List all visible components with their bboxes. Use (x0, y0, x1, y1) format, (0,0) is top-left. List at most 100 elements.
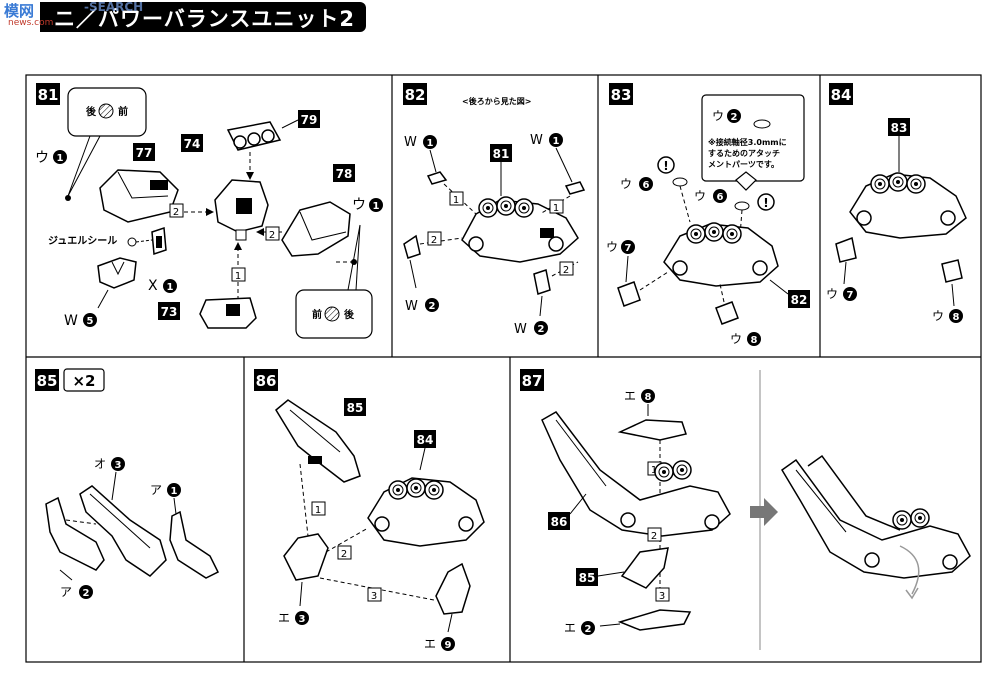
part-e9-shape (435, 562, 471, 615)
svg-text:82: 82 (791, 293, 808, 307)
svg-text:W: W (514, 322, 527, 337)
step-84-number: 84 (831, 86, 852, 104)
svg-text:9: 9 (445, 640, 452, 651)
svg-text:1: 1 (553, 203, 559, 214)
svg-text:ウ: ウ (826, 287, 838, 301)
svg-text:85: 85 (347, 401, 364, 415)
svg-text:2: 2 (563, 265, 569, 276)
svg-text:1: 1 (315, 505, 321, 516)
direction-icon (98, 103, 114, 119)
svg-text:2: 2 (429, 301, 436, 312)
svg-text:3: 3 (371, 591, 377, 602)
part-79-label: 79 (301, 113, 318, 127)
part-tree-u: ウ (35, 150, 49, 166)
part-tree-u-2: ウ (352, 197, 366, 213)
caution-icon (657, 156, 675, 174)
svg-text:3: 3 (659, 591, 665, 602)
part-e3-shape (283, 533, 329, 581)
part-u1-number: 1 (57, 153, 64, 164)
svg-text:1: 1 (651, 465, 657, 476)
svg-text:1: 1 (167, 282, 174, 293)
part-tree-w: W (64, 313, 78, 329)
note-line-2: するためのアタッチ (708, 148, 780, 158)
step-85-number: 85 (37, 372, 58, 390)
panel-grid (25, 74, 982, 663)
svg-text:エ: エ (624, 389, 636, 403)
svg-text:2: 2 (731, 112, 738, 123)
svg-text:1: 1 (171, 486, 178, 497)
result-arrow-icon (750, 498, 778, 526)
note-line-1: ※接続軸径3.0mmに (708, 137, 787, 147)
step-86-number: 86 (256, 372, 277, 390)
svg-text:2: 2 (341, 549, 347, 560)
part-a1-shape (169, 510, 220, 579)
front-label: 前 (118, 105, 128, 118)
step-83-number: 83 (611, 86, 632, 104)
svg-text:オ: オ (94, 457, 106, 471)
svg-text:7: 7 (847, 290, 854, 301)
part-78-shape (281, 201, 351, 257)
svg-text:エ: エ (564, 621, 576, 635)
svg-text:8: 8 (751, 335, 758, 346)
part-o3-shape (79, 485, 167, 577)
step-86: 86 85 84 1 2 エ 3 3 エ 9 (254, 369, 485, 651)
part-tree-x: X (148, 278, 158, 294)
step-87-number: 87 (522, 372, 543, 390)
multiplier-label: ×2 (72, 372, 95, 390)
step-87: 87 エ 8 1 86 2 85 3 エ 2 (520, 369, 971, 635)
watermark-text: -SEARCH (84, 0, 144, 14)
page-title: ニ／パワーバランスユニット2 (54, 7, 355, 31)
svg-text:2: 2 (173, 207, 179, 218)
step-81-number: 81 (38, 86, 59, 104)
svg-text:85: 85 (579, 571, 596, 585)
svg-text:5: 5 (87, 316, 94, 327)
step-82-number: 82 (405, 86, 426, 104)
step-81-badge (36, 83, 60, 105)
note-line-3: メントパーツです。 (708, 159, 779, 169)
part-74-label: 74 (184, 137, 201, 151)
svg-text:!: ! (663, 159, 668, 173)
svg-text:84: 84 (417, 433, 434, 447)
step-82: 82 <後ろから見た図> W 1 W 1 81 1 1 2 W (403, 83, 586, 337)
step-85: 85 ×2 オ 3 ア 1 ア 2 (35, 368, 220, 599)
part-85-shape-87 (620, 547, 669, 589)
svg-text:ウ: ウ (712, 109, 724, 123)
svg-text:ウ: ウ (730, 332, 742, 346)
back-label: 後 (86, 105, 97, 118)
part-86-assembly (541, 411, 731, 537)
title-bar (40, 2, 366, 32)
part-a2-shape (45, 496, 105, 571)
svg-text:3: 3 (299, 614, 306, 625)
svg-text:W: W (405, 299, 418, 314)
svg-text:!: ! (763, 196, 768, 210)
part-e8-shape (617, 419, 687, 441)
part-73-label: 73 (161, 305, 178, 319)
svg-text:W: W (404, 135, 417, 150)
svg-text:6: 6 (643, 180, 650, 191)
finished-assembly (781, 458, 971, 579)
svg-text:1: 1 (427, 138, 434, 149)
svg-text:ア: ア (60, 585, 72, 599)
part-e2-shape (617, 609, 692, 631)
step-84: 84 83 ウ 7 ウ 8 (826, 83, 967, 323)
svg-text:8: 8 (645, 392, 652, 403)
watermark-logo: 模网 (4, 2, 35, 20)
watermark-url: news.com (8, 18, 54, 28)
step-81: 81 後 前 ウ 1 77 74 79 78 (35, 83, 383, 339)
svg-text:2: 2 (585, 624, 592, 635)
svg-text:エ: エ (278, 611, 290, 625)
svg-text:ウ: ウ (620, 177, 632, 191)
part-78-label: 78 (336, 167, 353, 181)
svg-text:8: 8 (953, 312, 960, 323)
svg-text:6: 6 (717, 192, 724, 203)
svg-text:1: 1 (235, 271, 241, 282)
svg-text:ア: ア (150, 483, 162, 497)
svg-text:2: 2 (83, 588, 90, 599)
svg-text:ウ: ウ (606, 240, 618, 254)
svg-text:1: 1 (553, 136, 560, 147)
part-77-label: 77 (136, 146, 153, 160)
svg-text:2: 2 (651, 531, 657, 542)
svg-text:前: 前 (312, 308, 322, 321)
caution-icon-2 (757, 193, 775, 211)
